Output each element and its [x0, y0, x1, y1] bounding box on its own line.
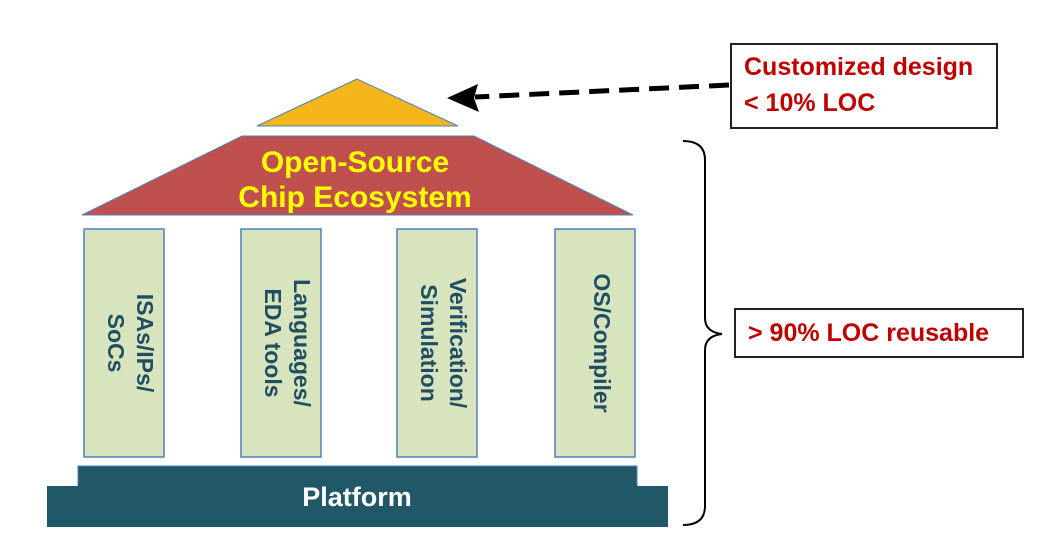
- pillar-verification: Verification/ Simulation: [396, 228, 478, 458]
- customized-design-label: Customized design: [744, 53, 974, 81]
- pillar-label-line1: ISAs/IPs/: [132, 294, 158, 393]
- platform: Platform: [47, 465, 668, 527]
- reusable-loc-label: > 90% LOC reusable: [748, 319, 990, 347]
- pillar-label-line1: OS/Compiler: [589, 273, 615, 412]
- customized-design-triangle: [256, 78, 459, 127]
- curly-brace-icon: [682, 140, 723, 526]
- customized-loc-label: < 10% LOC: [744, 89, 876, 117]
- roof-title-line2: Chip Ecosystem: [238, 181, 471, 214]
- reusable-box: > 90% LOC reusable: [734, 308, 1024, 358]
- pillar-isas: ISAs/IPs/ SoCs: [83, 228, 165, 458]
- pillar-label-line2: Simulation: [416, 284, 442, 402]
- roof-triangle: [81, 135, 634, 216]
- pillar-label-line2: EDA tools: [260, 288, 286, 397]
- platform-label: Platform: [302, 482, 412, 512]
- pillar-languages: Languages/ EDA tools: [240, 228, 322, 458]
- pillar-label-line2: SoCs: [103, 314, 129, 373]
- roof-title-line1: Open-Source: [261, 146, 449, 179]
- pillar-label-line1: Languages/: [289, 279, 315, 407]
- pillar-label-line1: Verification/: [445, 278, 471, 409]
- pillar-os-compiler: OS/Compiler: [554, 228, 636, 458]
- customized-design-box: Customized design < 10% LOC: [730, 43, 998, 129]
- arrow-to-customized: [447, 82, 730, 112]
- arrowhead-icon: [447, 84, 479, 112]
